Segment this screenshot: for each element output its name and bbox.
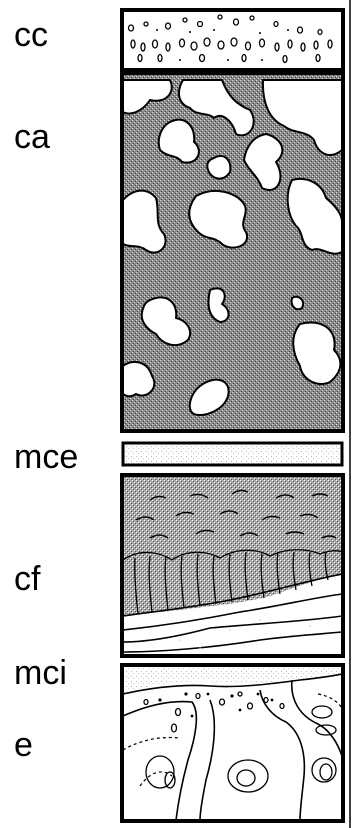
layer-ca — [122, 73, 343, 431]
layer-e — [122, 665, 343, 821]
layer-cc — [122, 10, 343, 70]
layer-mce — [123, 443, 342, 465]
layer-cf — [122, 475, 343, 656]
